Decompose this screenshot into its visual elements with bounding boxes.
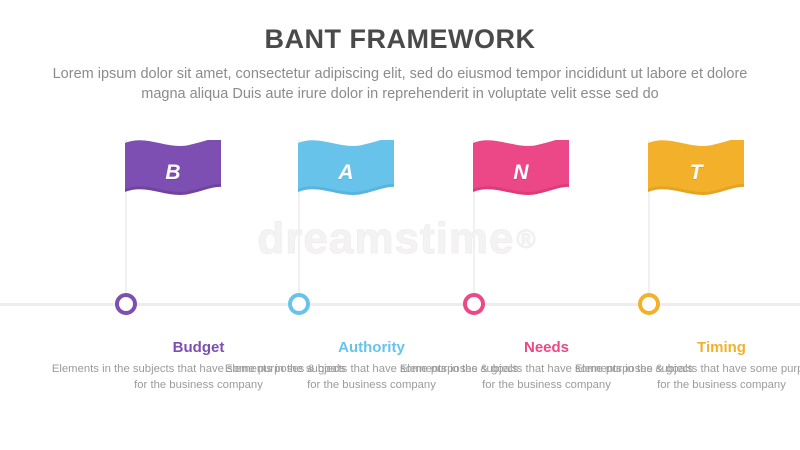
flag-pole [125, 140, 127, 304]
flag-pole [473, 140, 475, 304]
timeline-node-budget[interactable] [115, 293, 137, 315]
flag-letter: N [513, 161, 529, 184]
timeline-node-authority[interactable] [288, 293, 310, 315]
flag-icon-budget[interactable]: B [111, 140, 286, 210]
flag-icon-timing[interactable]: T [634, 140, 800, 210]
flag-letter: A [338, 161, 354, 184]
column-title-timing: Timing [697, 339, 746, 356]
timeline-node-timing[interactable] [638, 293, 660, 315]
column-title-needs: Needs [523, 339, 570, 356]
flag-icon-authority[interactable]: A [284, 140, 459, 210]
column-description-needs: Elements in the subjects that have some … [399, 363, 694, 391]
flag-letter: T [689, 161, 703, 184]
timeline-node-needs[interactable] [463, 293, 485, 315]
column-description-timing: Elements in the subjects that have some … [574, 363, 800, 391]
page-title: BANT FRAMEWORK [264, 24, 536, 54]
flag-pole [298, 140, 300, 304]
column-description-authority: Elements in the subjects that have some … [224, 363, 519, 391]
flag-icon-needs[interactable]: N [459, 140, 634, 210]
page-subtitle: Lorem ipsum dolor sit amet, consectetur … [52, 66, 748, 102]
column-description-budget: Elements in the subjects that have some … [51, 363, 346, 391]
flag-letter: B [165, 161, 181, 184]
column-title-budget: Budget [172, 339, 225, 356]
flag-pole [648, 140, 650, 304]
column-title-authority: Authority [338, 339, 405, 356]
timeline-baseline [0, 303, 800, 306]
